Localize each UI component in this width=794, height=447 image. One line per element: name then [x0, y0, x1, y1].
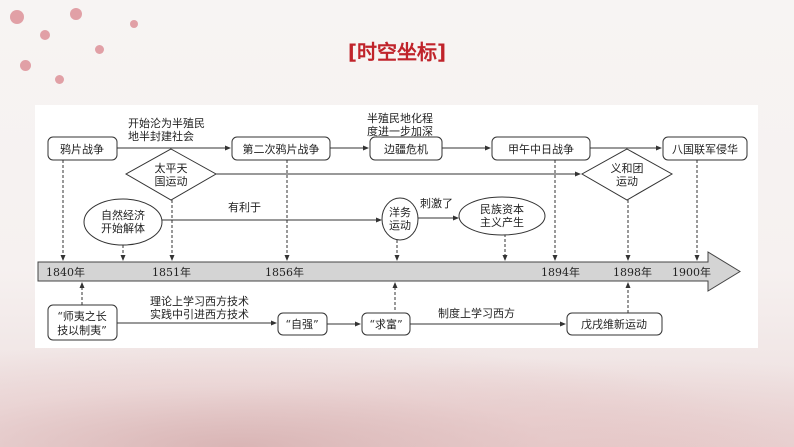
event-box	[369, 136, 443, 161]
event-box	[662, 136, 748, 161]
section-title: [时空坐标]	[347, 40, 447, 64]
national-cap-label: 主义产生	[480, 215, 524, 229]
event-box	[277, 312, 328, 336]
diamond	[580, 148, 674, 201]
shiyi-label: “师夷之长	[57, 309, 107, 323]
circle	[381, 197, 419, 241]
year-label: 1900年	[672, 265, 711, 279]
event-opium-war: 鸦片战争	[60, 142, 104, 156]
note: 有利于	[228, 200, 261, 214]
reform-label: 戊戌维新运动	[581, 317, 647, 331]
event-box	[231, 136, 331, 161]
taiping-label: 国运动	[155, 175, 188, 188]
event-frontier-crisis: 边疆危机	[384, 142, 428, 156]
event-box	[47, 136, 118, 161]
note: 度进一步加深	[367, 124, 433, 138]
note: 实践中引进西方技术	[150, 307, 249, 321]
diamond	[124, 148, 218, 201]
event-sino-japanese-war: 甲午中日战争	[508, 142, 574, 156]
year-label: 1856年	[265, 265, 304, 279]
year-label: 1898年	[613, 265, 652, 279]
note: 地半封建社会	[128, 129, 194, 143]
note: 理论上学习西方技术	[150, 294, 249, 308]
taiping-label: 太平天	[155, 162, 188, 175]
natural-econ-label: 开始解体	[101, 221, 145, 235]
event-eight-nation: 八国联军侵华	[672, 142, 738, 156]
year-label: 1840年	[46, 265, 85, 279]
timeline-arrow	[37, 251, 741, 292]
event-box	[361, 312, 411, 336]
event-box	[566, 312, 663, 336]
event-second-opium-war: 第二次鸦片战争	[243, 142, 320, 156]
ziqiang-label: “自强”	[285, 318, 318, 331]
national-cap-label: 民族资本	[480, 202, 524, 216]
note: 开始沦为半殖民	[128, 116, 205, 130]
natural-econ-label: 自然经济	[101, 208, 145, 222]
note: 半殖民地化程	[367, 111, 433, 125]
boxer-label: 运动	[616, 175, 638, 188]
shiyi-label: 技以制夷”	[57, 324, 107, 337]
event-box	[47, 304, 118, 341]
qiufu-label: “求富”	[369, 317, 402, 331]
event-box	[491, 136, 591, 161]
note: 刺激了	[420, 196, 453, 210]
westernization-label: 运动	[389, 219, 411, 232]
year-label: 1894年	[541, 265, 580, 279]
ellipse	[83, 198, 163, 246]
ellipse	[458, 196, 546, 236]
boxer-label: 义和团	[611, 162, 644, 175]
year-label: 1851年	[152, 265, 191, 279]
westernization-label: 洋务	[389, 205, 411, 219]
note: 制度上学习西方	[438, 306, 515, 320]
great-wall-background	[0, 340, 794, 447]
